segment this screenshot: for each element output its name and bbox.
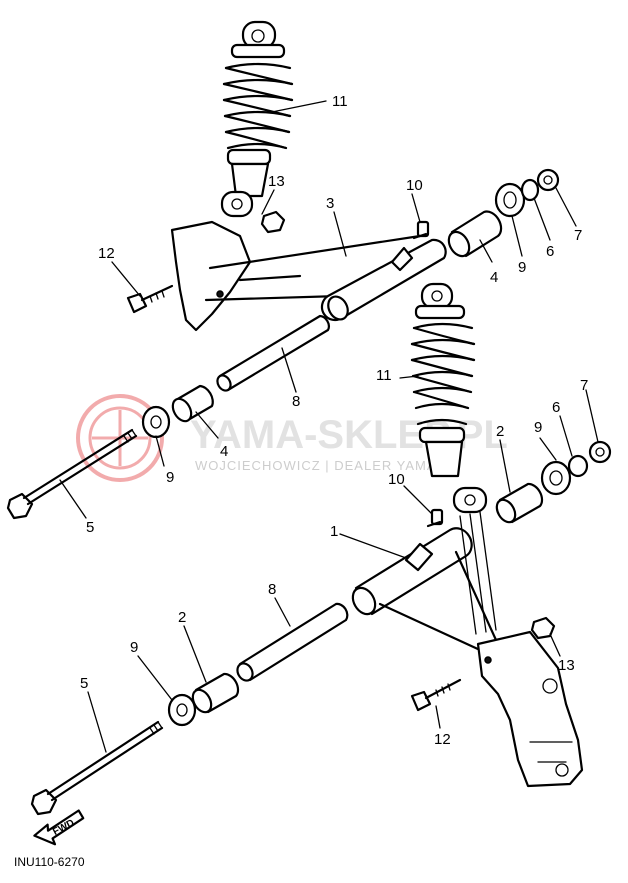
long-bolt-5-upper (6, 428, 138, 520)
label-12-lower: 12 (434, 731, 451, 748)
bushing-2-right (495, 482, 544, 524)
label-9-lower: 9 (534, 419, 542, 436)
label-9-upper: 9 (518, 259, 526, 276)
watermark-dealer: WOJCIECHOWICZ | DEALER YAMAHA (195, 458, 457, 473)
swing-arm-upper (170, 220, 447, 332)
bushing-4-left (171, 384, 214, 423)
label-5-lower: 5 (80, 675, 88, 692)
washer-stack-upper (494, 168, 560, 218)
assembly-lines (459, 511, 497, 635)
label-10-lower: 10 (388, 471, 405, 488)
label-6-lower: 6 (552, 399, 560, 416)
bolt-12-lower (410, 678, 462, 712)
fwd-label: FWD (51, 818, 76, 838)
label-7-lower: 7 (580, 377, 588, 394)
label-13-lower: 13 (558, 657, 575, 674)
washer-9-left-upper (141, 405, 171, 439)
nut-13-lower (530, 616, 556, 640)
grease-nipple-lower (426, 508, 444, 528)
bolt-12-upper (126, 284, 174, 314)
label-1: 1 (330, 523, 338, 540)
fwd-arrow-icon: FWD (33, 809, 85, 846)
bushing-2-left (191, 672, 240, 714)
label-11-upper: 11 (332, 93, 348, 110)
grease-nipple-upper (412, 220, 430, 240)
shock-absorber-lower (410, 282, 488, 514)
label-2-right: 2 (496, 423, 504, 440)
label-13-upper: 13 (268, 173, 285, 190)
part-labels: 11 13 10 3 12 4 9 6 7 8 4 9 5 11 2 9 6 7… (80, 93, 588, 748)
label-7-upper: 7 (574, 227, 582, 244)
nut-13-upper (260, 210, 286, 234)
swing-arm-lower (351, 527, 584, 788)
label-8-upper: 8 (292, 393, 300, 410)
label-8-lower: 8 (268, 581, 276, 598)
label-6-upper: 6 (546, 243, 554, 260)
label-4-upper: 4 (490, 269, 498, 286)
label-11-lower: 11 (376, 367, 392, 384)
bushing-4-upper (447, 210, 503, 258)
shaft-8-upper (216, 314, 330, 392)
label-9-left-upper: 9 (166, 469, 174, 486)
long-bolt-5-lower (30, 720, 164, 816)
washer-9-left-lower (167, 693, 197, 727)
label-2-left: 2 (178, 609, 186, 626)
label-3: 3 (326, 195, 334, 212)
shock-absorber-upper (220, 20, 294, 218)
label-10-upper: 10 (406, 177, 423, 194)
label-5-upper: 5 (86, 519, 94, 536)
shaft-8-lower (236, 602, 349, 682)
label-12-upper: 12 (98, 245, 115, 262)
label-4-left: 4 (220, 443, 228, 460)
drawing-code: INU110-6270 (14, 855, 85, 869)
washer-stack-lower (540, 440, 612, 496)
leader-lines (59, 100, 599, 753)
label-9-left-lower: 9 (130, 639, 138, 656)
